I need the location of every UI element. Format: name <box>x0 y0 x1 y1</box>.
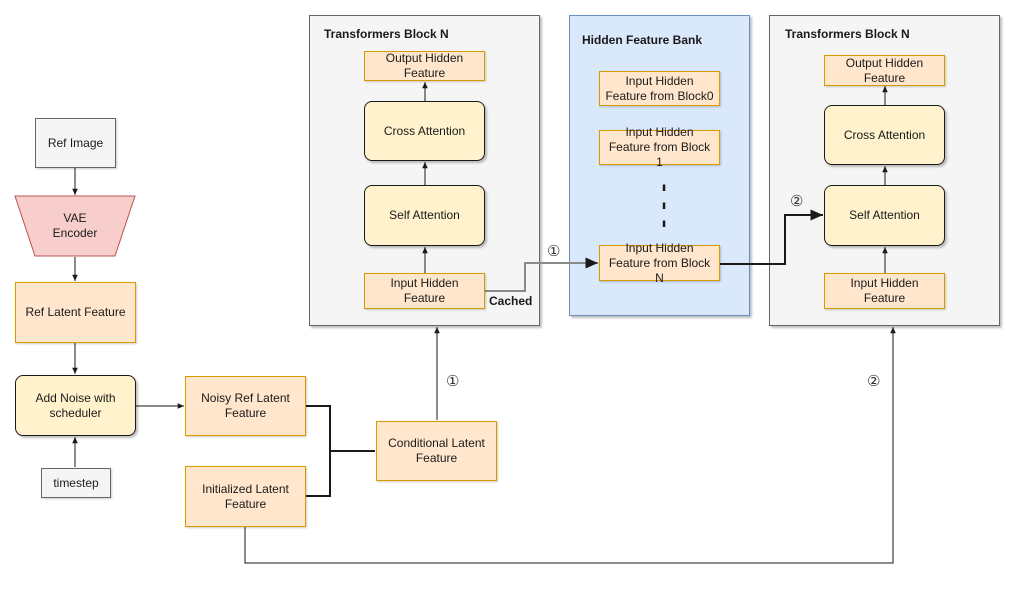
left-self-attention: Self Attention <box>364 185 485 246</box>
bank-item-block1: Input Hidden Feature from Block 1 <box>599 125 720 169</box>
right-self-attention: Self Attention <box>824 185 945 246</box>
bank-item-blockN: Input Hidden Feature from Block N <box>599 241 720 285</box>
timestep-node: timestep <box>41 468 111 498</box>
bank-ellipsis: ⋮ <box>652 175 676 235</box>
conditional-latent-node: Conditional Latent Feature <box>376 421 497 481</box>
left-input-hidden-feature: Input Hidden Feature <box>364 273 485 309</box>
initialized-latent-node: Initialized Latent Feature <box>185 466 306 527</box>
edge-bank-to-right-self <box>720 209 823 265</box>
bank-item-block0: Input Hidden Feature from Block0 <box>599 71 720 106</box>
add-noise-node: Add Noise with scheduler <box>15 375 136 436</box>
step2-marker-bank: ② <box>790 193 804 210</box>
step1-marker-cache: ① <box>547 243 561 260</box>
edge-left-input-to-bank <box>485 257 598 292</box>
noisy-ref-latent-node: Noisy Ref Latent Feature <box>185 376 306 436</box>
right-input-hidden-feature: Input Hidden Feature <box>824 273 945 309</box>
vae-encoder-label: VAE Encoder <box>52 211 98 240</box>
left-block-title: Transformers Block N <box>324 27 449 41</box>
edge-init-to-right-block <box>244 327 896 564</box>
vae-encoder-shape <box>14 195 136 257</box>
step2-marker-init: ② <box>867 373 881 390</box>
right-block-title: Transformers Block N <box>785 27 910 41</box>
step1-marker-cond: ① <box>446 373 460 390</box>
right-cross-attention: Cross Attention <box>824 105 945 165</box>
edge-noisy-and-init-to-cond <box>306 405 375 497</box>
bank-title: Hidden Feature Bank <box>582 33 703 47</box>
left-output-hidden-feature: Output Hidden Feature <box>364 51 485 81</box>
cached-label: Cached <box>489 294 533 308</box>
ref-latent-node: Ref Latent Feature <box>15 282 136 343</box>
right-output-hidden-feature: Output Hidden Feature <box>824 55 945 86</box>
ref-image-node: Ref Image <box>35 118 116 168</box>
left-cross-attention: Cross Attention <box>364 101 485 161</box>
